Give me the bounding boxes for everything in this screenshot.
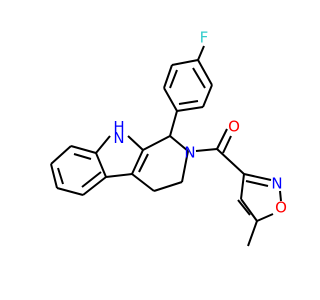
c9a-nh-bond (127, 135, 144, 151)
fluorophenyl-bond-2-inner (192, 67, 206, 89)
fluorophenyl-bond-4-inner (178, 100, 199, 105)
amide-n-c-bond (195, 148, 218, 152)
benzo-bond-1 (70, 145, 97, 154)
n-ch2-bond (181, 150, 189, 183)
carbonyl-double-bond-b (222, 135, 232, 154)
fluorophenyl-bond-5 (163, 87, 178, 112)
c4b-c4a-bond (105, 173, 133, 178)
c1-nh-side-bond (142, 135, 171, 151)
c4a-c9a-inner-bond (138, 153, 149, 173)
carbonyl-isoxazole-bond (216, 148, 245, 175)
fluorophenyl-bond-4 (176, 106, 204, 112)
fluorophenyl-bond-3 (202, 84, 213, 108)
isoxazole-o-c5-bond (256, 213, 274, 222)
benzo-bond-1-inner (73, 153, 92, 160)
isoxazole-c5-c4-inner-bond (237, 199, 251, 216)
c4a-c9a-bond (131, 149, 144, 175)
c8a-c4b-bond (95, 152, 107, 178)
ch2-c4a-bond (131, 173, 155, 192)
fluorophenyl-bond-2 (197, 59, 213, 86)
fluorophenyl-bond-6 (163, 64, 173, 89)
benzo-bond-5 (82, 176, 107, 196)
fluorine-atom-label: F (200, 29, 209, 47)
benzo-bond-3-inner (57, 167, 64, 185)
isoxazole-n-o-bond (279, 190, 282, 202)
nh-c8a-bond (95, 135, 111, 154)
benzo-bond-5-inner (81, 171, 102, 188)
benzo-bond-2 (50, 145, 72, 165)
benzo-bond-3 (50, 163, 58, 189)
isoxazole-c3-n-inner-bond (245, 180, 269, 187)
carbonyl-double-bond-a (216, 128, 228, 150)
isoxazole-oxygen-atom-label: O (275, 199, 287, 217)
isoxazole-c5-c4-bond (240, 198, 258, 222)
amide-nitrogen-atom-label: N (184, 144, 195, 162)
fluorophenyl-bond-1 (171, 59, 199, 66)
carbonyl-oxygen-atom-label: O (228, 118, 240, 136)
bond-f-c (197, 45, 205, 61)
isoxazole-nitrogen-atom-label: N (271, 175, 282, 193)
benzo-bond-4 (56, 187, 84, 196)
isoxazole-c3-n-bond (243, 173, 272, 181)
aryl-to-c1-bond (169, 110, 178, 137)
methyl-bond (247, 220, 258, 247)
ch2-ch2-bond (153, 181, 183, 192)
isoxazole-c4-c3-bond (240, 173, 245, 200)
c1-n-bond (169, 135, 189, 152)
fluorophenyl-bond-6-inner (169, 69, 178, 89)
bonds (50, 45, 282, 247)
